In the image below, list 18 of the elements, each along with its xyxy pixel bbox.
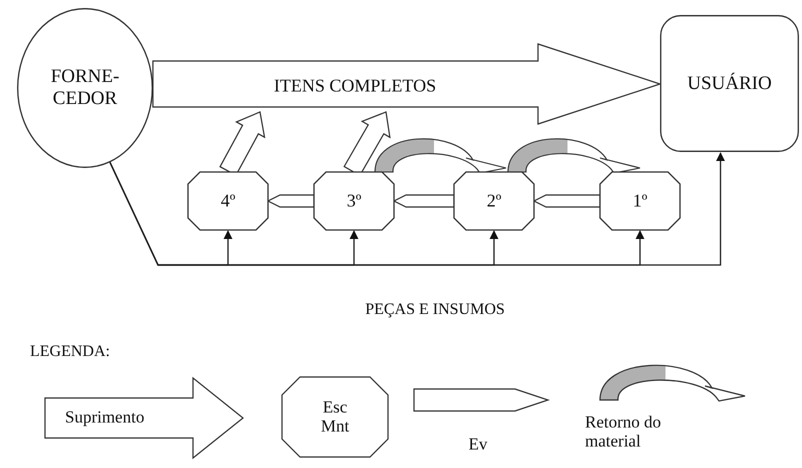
block-arrow — [532, 194, 601, 208]
legend-text: Retorno do material — [585, 413, 662, 451]
node-label: 3º — [346, 190, 362, 212]
arrow — [109, 152, 725, 266]
legend-text: Esc Mnt — [320, 398, 350, 436]
legend-heading: LEGENDA: — [30, 343, 110, 361]
curved-return-arrow — [507, 138, 641, 174]
node-label: 2º — [486, 190, 502, 212]
block-arrow — [392, 194, 455, 208]
node-label: 1º — [632, 190, 648, 212]
legend-text: Suprimento — [65, 408, 146, 428]
block-arrow — [266, 194, 315, 208]
node-label: USUÁRIO — [686, 72, 773, 94]
node-label: FORNE- CEDOR — [50, 66, 120, 110]
legend-text: Ev — [468, 436, 488, 454]
flow-label: PEÇAS E INSUMOS — [365, 301, 505, 319]
curved-return-arrow — [374, 138, 507, 174]
node-label: 4º — [220, 190, 236, 212]
